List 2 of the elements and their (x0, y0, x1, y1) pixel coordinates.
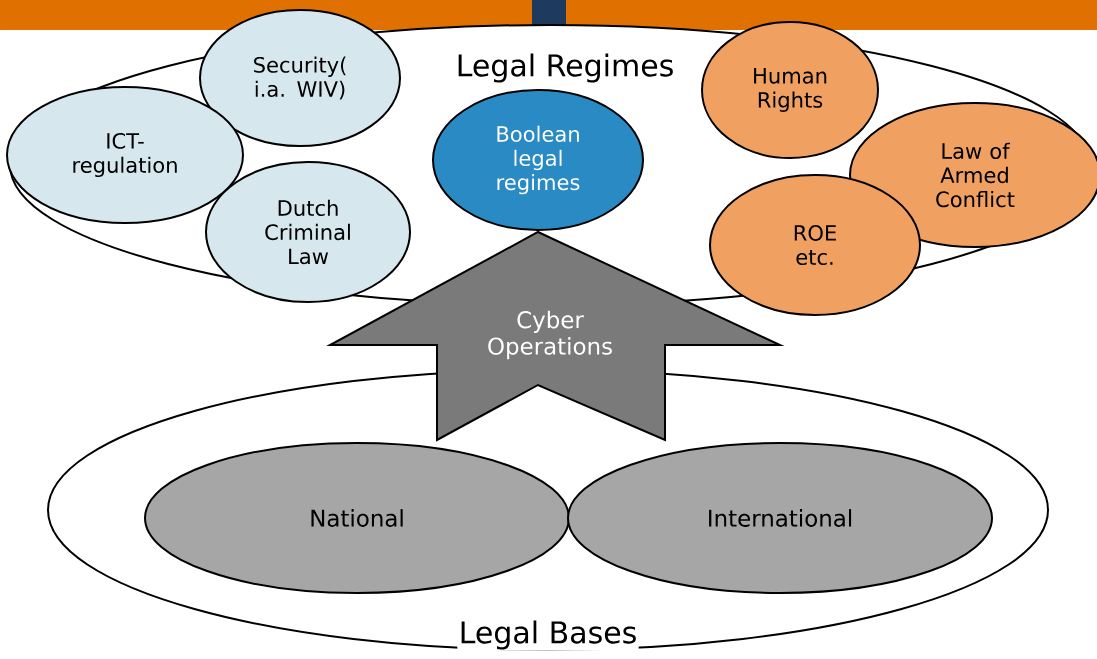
node-label: Legal Regimes (458, 53, 673, 83)
node-label: Law of Armed Conflict (936, 142, 1015, 208)
